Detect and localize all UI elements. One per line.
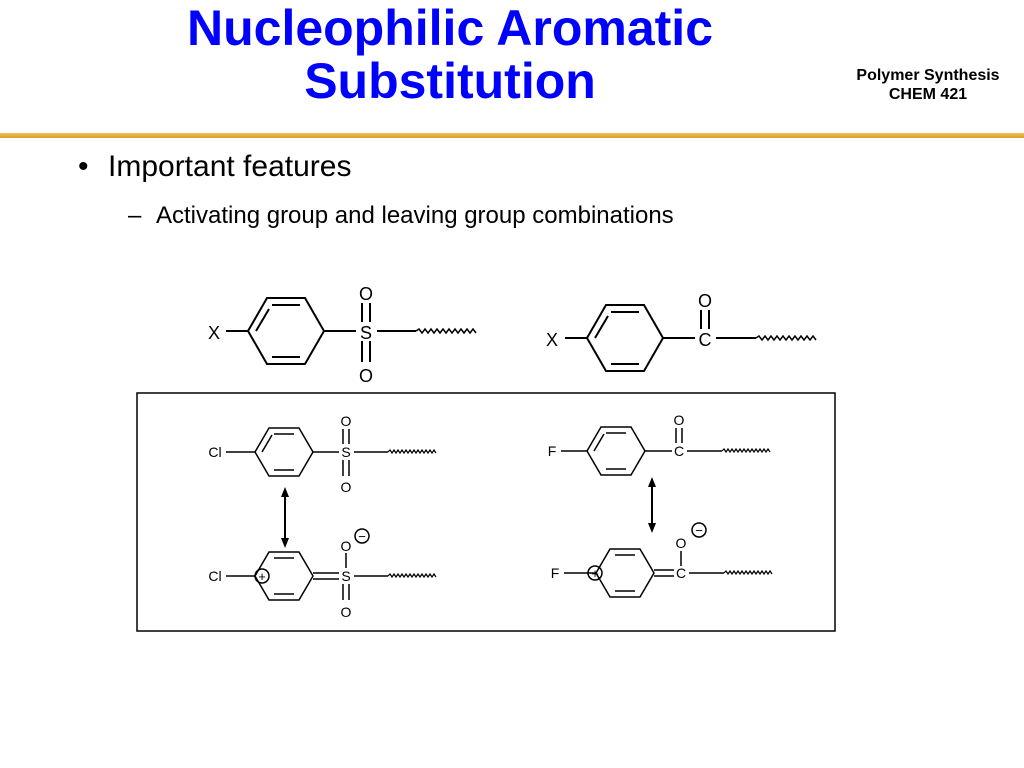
benzene-ring-icon bbox=[586, 426, 646, 476]
sulfone-generic-oxygen-bottom: O bbox=[359, 366, 373, 386]
sulfone-chloro-substituent: Cl bbox=[208, 444, 221, 460]
benzene-ring-icon bbox=[585, 304, 665, 372]
ketone-fluoro-oxygen: O bbox=[674, 412, 685, 428]
bullet-dot-icon: • bbox=[78, 150, 89, 183]
sulfone-resonance-positive-charge: + bbox=[258, 569, 266, 584]
quinoid-ring-icon bbox=[595, 548, 655, 598]
ketone-generic-oxygen: O bbox=[698, 291, 712, 311]
ketone-resonance-carbon: C bbox=[676, 565, 686, 581]
sulfone-generic-oxygen-top: O bbox=[359, 284, 373, 304]
sulfone-resonance-oxygen-bottom: O bbox=[341, 604, 352, 620]
ketone-fluoro-structure bbox=[561, 426, 771, 476]
polymer-chain-wavy-icon bbox=[387, 572, 437, 579]
course-name: Polymer Synthesis bbox=[856, 67, 1000, 84]
bullet-level-1-text: Important features bbox=[108, 150, 352, 183]
bullet-level-1: • Important features bbox=[78, 150, 351, 184]
ketone-generic-substituent: X bbox=[546, 330, 558, 350]
slide-title: Nucleophilic Aromatic Substitution bbox=[100, 2, 800, 108]
sulfone-resonance-sulfur: S bbox=[341, 568, 350, 584]
benzene-ring-icon bbox=[246, 297, 326, 365]
sulfone-chloro-resonance-structure bbox=[226, 528, 437, 601]
ketone-resonance-substituent: F bbox=[551, 565, 560, 581]
title-line-2: Substitution bbox=[304, 53, 596, 109]
bullet-level-2: –Activating group and leaving group comb… bbox=[128, 202, 674, 230]
polymer-chain-wavy-icon bbox=[721, 447, 771, 454]
negative-charge-icon bbox=[354, 528, 370, 544]
sulfone-generic-substituent: X bbox=[208, 323, 220, 343]
polymer-chain-wavy-icon bbox=[723, 569, 773, 576]
sulfone-resonance-substituent: Cl bbox=[208, 568, 221, 584]
ketone-resonance-oxygen: O bbox=[676, 535, 687, 551]
examples-box bbox=[136, 392, 836, 632]
bullet-level-2-text: Activating group and leaving group combi… bbox=[156, 202, 674, 229]
ketone-fluoro-carbon: C bbox=[674, 443, 684, 459]
ketone-generic-structure bbox=[565, 304, 817, 372]
ketone-generic-carbon: C bbox=[699, 330, 712, 350]
sulfone-chloro-oxygen-top: O bbox=[341, 413, 352, 429]
sulfone-resonance-negative-charge: − bbox=[358, 529, 366, 544]
sulfone-generic-sulfur: S bbox=[360, 323, 372, 343]
sulfone-chloro-oxygen-bottom: O bbox=[341, 479, 352, 495]
positive-charge-icon bbox=[254, 568, 270, 584]
title-line-1: Nucleophilic Aromatic bbox=[186, 0, 714, 56]
sulfone-chloro-sulfur: S bbox=[341, 444, 350, 460]
polymer-chain-wavy-icon bbox=[387, 448, 437, 455]
bullet-dash-icon: – bbox=[128, 202, 142, 229]
polymer-chain-wavy-icon bbox=[415, 327, 477, 335]
ketone-fluoro-resonance-structure bbox=[564, 522, 773, 598]
course-code: CHEM 421 bbox=[888, 86, 968, 103]
negative-charge-icon bbox=[691, 522, 707, 538]
sulfone-generic-structure bbox=[226, 297, 477, 365]
course-label: Polymer Synthesis CHEM 421 bbox=[828, 66, 1024, 104]
ketone-resonance-positive-charge: + bbox=[591, 566, 599, 581]
ketone-resonance-negative-charge: − bbox=[695, 523, 703, 538]
positive-charge-icon bbox=[587, 565, 603, 581]
polymer-chain-wavy-icon bbox=[755, 334, 817, 342]
benzene-ring-icon bbox=[254, 427, 314, 477]
header-divider bbox=[0, 133, 1024, 138]
sulfone-chloro-structure bbox=[226, 427, 437, 477]
ketone-fluoro-substituent: F bbox=[548, 443, 557, 459]
sulfone-resonance-oxygen-top: O bbox=[341, 538, 352, 554]
